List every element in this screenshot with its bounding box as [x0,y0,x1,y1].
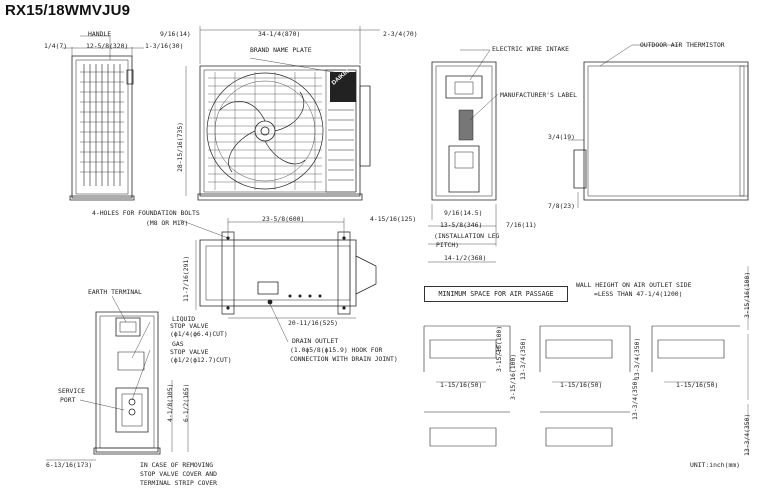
dim-13-3-4-350-b: 13-3/4(350) [633,337,641,380]
electric-wire-intake-label: ELECTRIC WIRE INTAKE [492,45,569,53]
min-space-label: MINIMUM SPACE FOR AIR PASSAGE [424,286,568,302]
removing-cover-label-2: STOP VALVE COVER AND [140,470,217,478]
service-port-label-1: SERVICE [58,387,85,395]
installation-leg-pitch-label-1: (INSTALLATION LEG [434,232,500,240]
dim-13-5-8: 13-5/8(346) [440,221,483,229]
dim-28-15-16: 28-15/16(735) [176,121,184,172]
dim-14-1-2: 14-1/2(368) [444,254,487,262]
liquid-stop-valve-label-2: STOP VALVE [170,322,209,330]
dim-4-15-16: 4-15/16(125) [370,215,417,223]
gas-stop-valve-label-3: (ϕ1/2(ϕ12.7)CUT) [170,356,232,364]
dim-13-3-4-350-d: 13-3/4(350) [743,413,751,456]
dim-34-1-4: 34-1/4(870) [258,30,301,38]
model-title: RX15/18WMVJU9 [5,2,131,19]
dim-9-16-14-5: 9/16(14.5) [444,209,483,217]
dim-13-3-4-350-c: 13-3/4(350) [631,377,639,420]
dim-2-3-4: 2-3/4(70) [383,30,418,38]
dim-1-4-7: 1/4(7) [44,42,68,50]
side-view-left [62,36,144,200]
drain-outlet-label-3: CONNECTION WITH DRAIN JOINT) [290,355,398,363]
removing-cover-label-3: TERMINAL STRIP COVER [140,479,217,487]
installation-leg-pitch-label-2: PITCH) [436,241,460,249]
valve-detail-view [46,296,188,460]
side-view-right [568,45,748,208]
removing-cover-label-1: IN CASE OF REMOVING [140,461,214,469]
dim-7-16-11: 7/16(11) [506,221,537,229]
handle-label: HANDLE [88,30,112,38]
top-view [180,218,376,342]
gas-stop-valve-label-1: GAS [172,340,184,348]
foundation-bolts-size-label: (M8 OR M10) [146,219,189,227]
dim-12-5-8: 12-5/8(320) [86,42,129,50]
drain-outlet-label-1: DRAIN OUTLET [292,337,339,345]
brand-name-plate-label: BRAND NAME PLATE [250,46,312,54]
service-port-label-2: PORT [60,396,76,404]
dim-3-15-16-100-left: 3-15/16(100) [495,325,503,372]
dim-9-16-14: 9/16(14) [160,30,191,38]
dim-13-3-4-350-a: 13-3/4(350) [519,337,527,380]
liquid-stop-valve-label-1: LIQUID [172,315,196,323]
rear-view [428,50,498,262]
gas-stop-valve-label-2: STOP VALVE [170,348,209,356]
dim-7-8-23: 7/8(23) [548,202,575,210]
clearance-diagrams [424,266,748,455]
dim-3-15-16-100-mid: 3-15/16(100) [509,353,517,400]
wall-height-label-2: =LESS THAN 47-1/4(1200) [594,290,683,298]
dim-3-4-19: 3/4(19) [548,133,575,141]
dim-4-1-8: 4-1/8(105) [166,383,174,422]
foundation-bolts-label: 4-HOLES FOR FOUNDATION BOLTS [92,209,200,217]
dim-3-15-16-100-right: 3-15/16(100) [743,271,751,318]
dim-1-3-16: 1-3/16(30) [145,42,184,50]
liquid-stop-valve-label-3: (ϕ1/4(ϕ6.4)CUT) [170,330,228,338]
dim-1-15-16-50-a: 1-15/16(50) [440,381,483,389]
manufacturers-label-label: MANUFACTURER'S LABEL [500,91,577,99]
unit-label: UNIT:inch(mm) [690,461,741,469]
dim-1-15-16-50-c: 1-15/16(50) [676,381,719,389]
outdoor-air-thermistor-label: OUTDOOR AIR THERMISTOR [640,41,725,49]
front-view [186,26,380,200]
dim-1-15-16-50-b: 1-15/16(50) [560,381,603,389]
dim-23-5-8: 23-5/8(600) [262,215,305,223]
wall-height-label-1: WALL HEIGHT ON AIR OUTLET SIDE [576,281,692,289]
dim-11-7-16: 11-7/16(291) [182,255,190,302]
dim-6-1-2: 6-1/2(165) [182,383,190,422]
dim-6-13-16: 6-13/16(173) [46,461,93,469]
drain-outlet-label-2: (1.0ϕ5/8(ϕ15.9) HOOK FOR [290,346,383,354]
earth-terminal-label: EARTH TERMINAL [88,288,142,296]
dim-20-11-16: 20-11/16(525) [288,319,339,327]
